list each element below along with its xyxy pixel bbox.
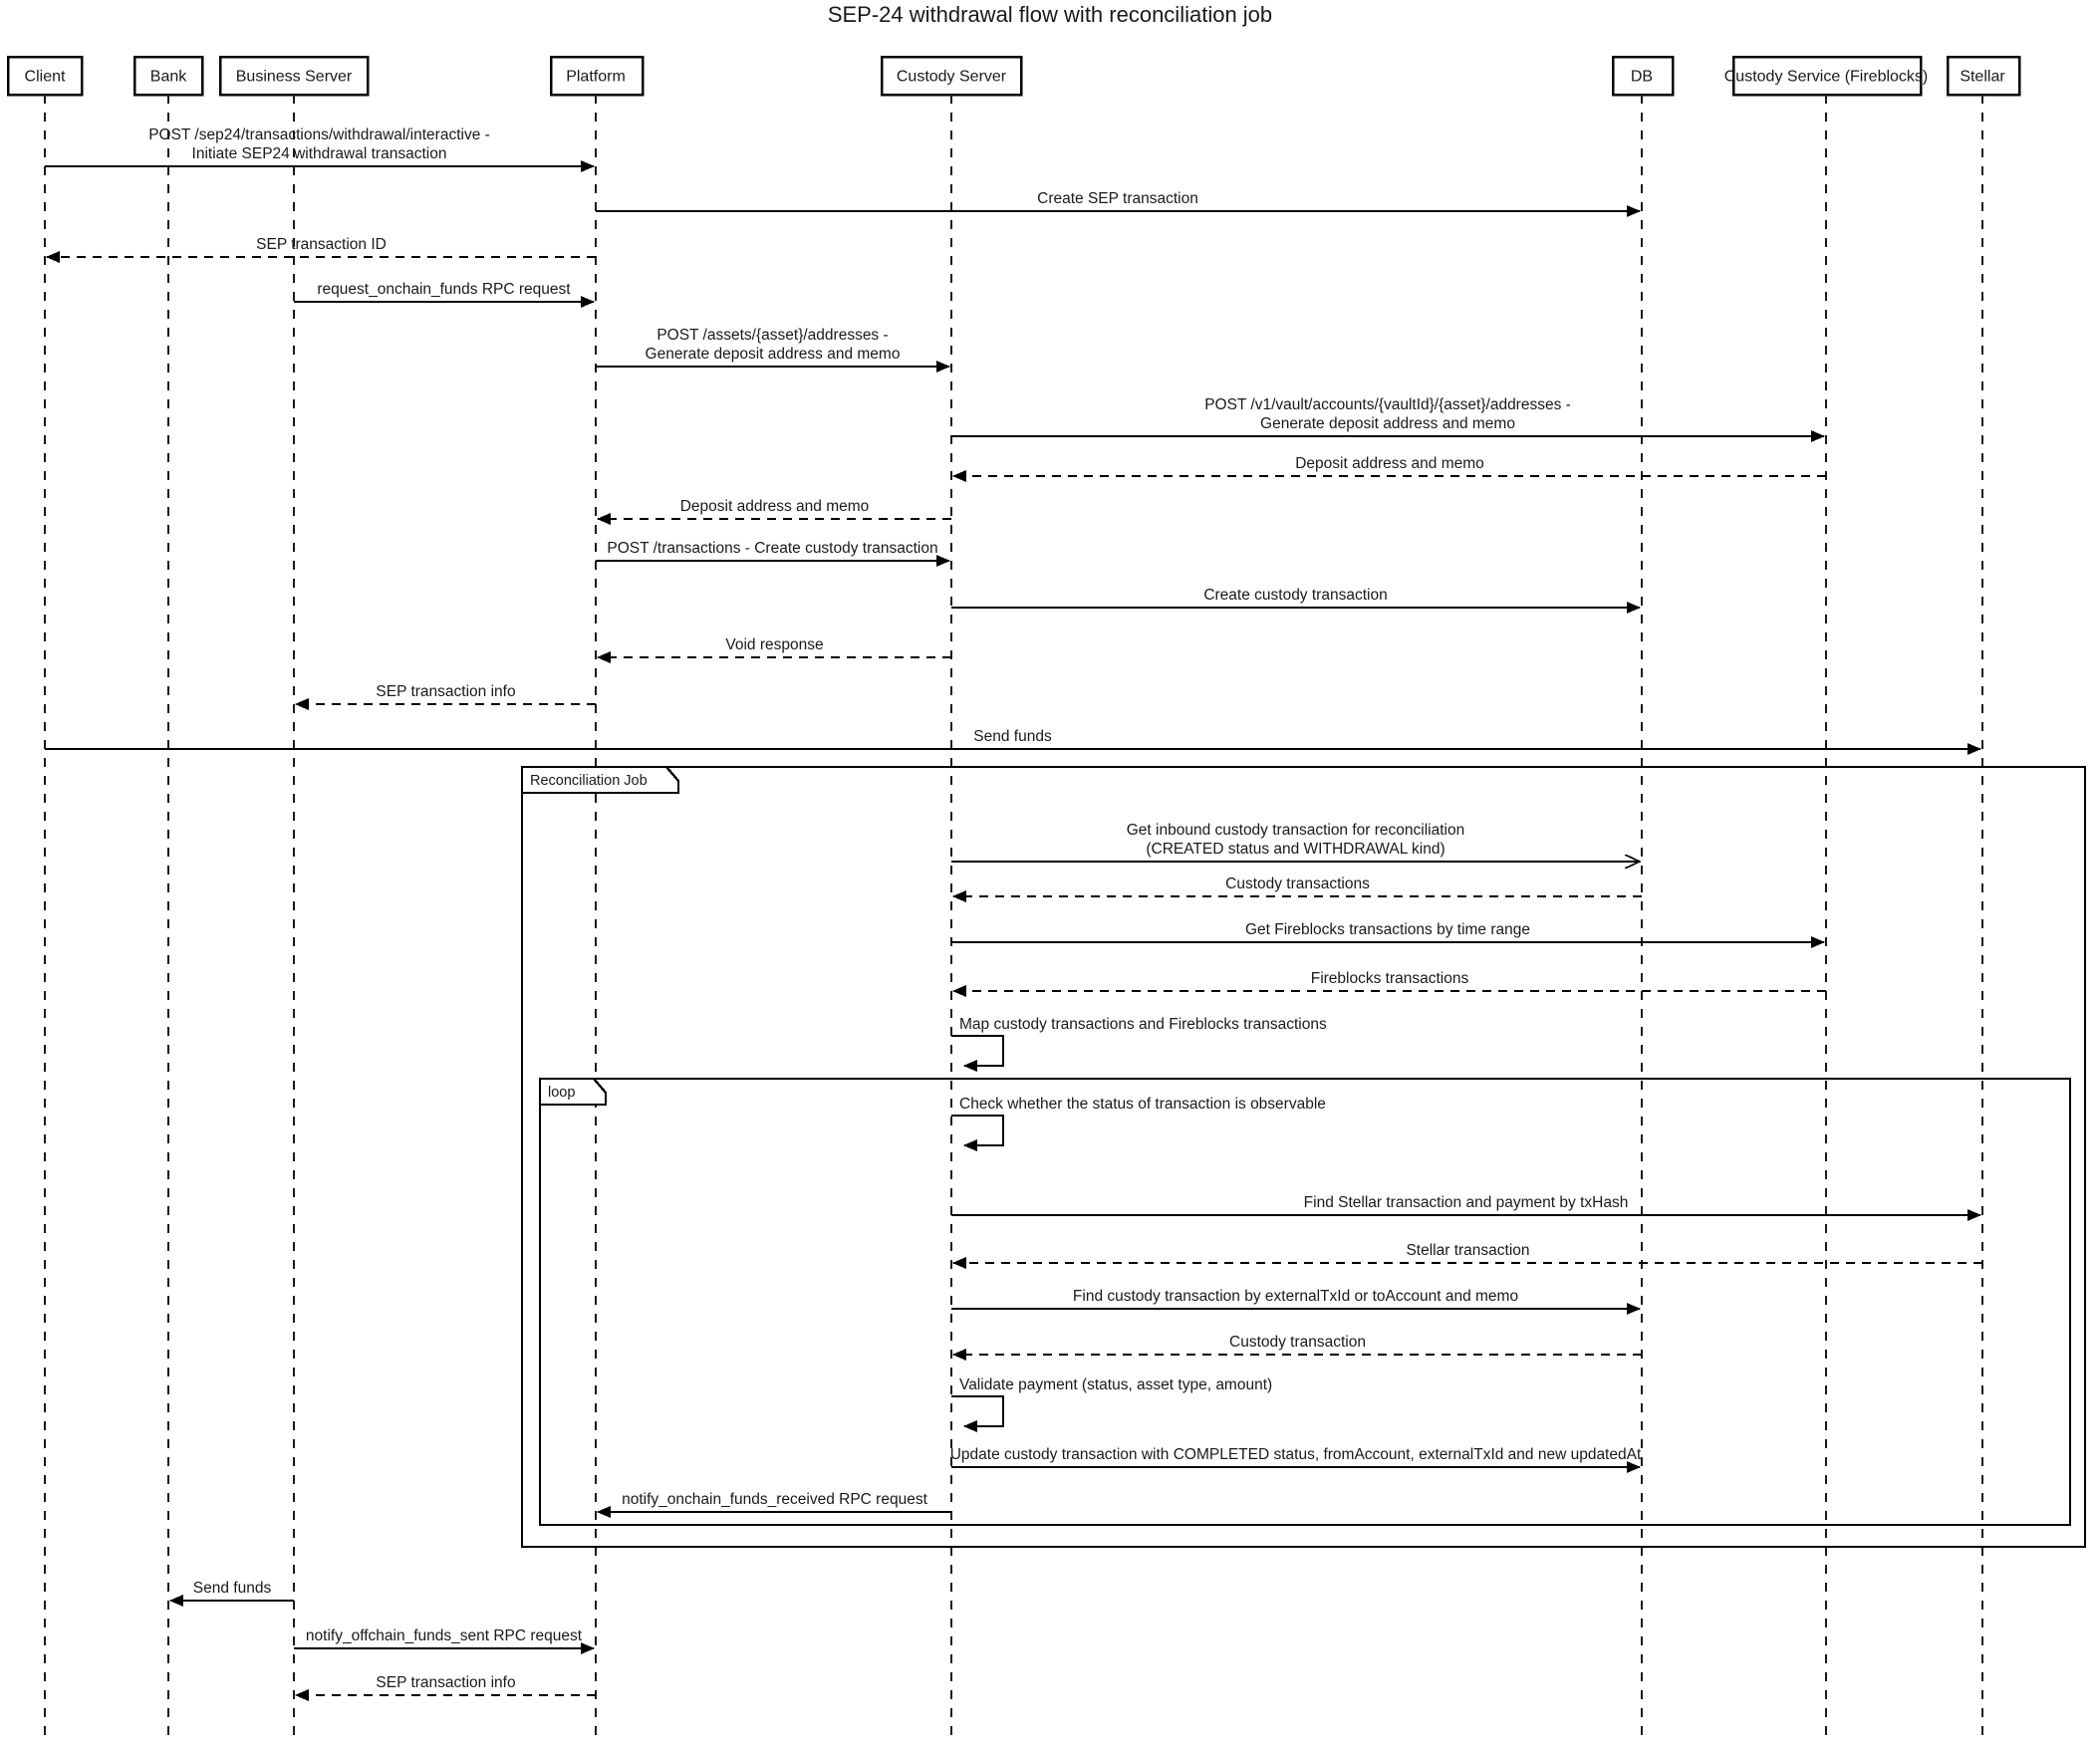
message-m25[interactable]: Update custody transaction with COMPLETE… xyxy=(950,1446,1642,1473)
message-m28[interactable]: notify_offchain_funds_sent RPC request xyxy=(294,1627,595,1654)
message-m08[interactable]: Deposit address and memo xyxy=(597,498,951,525)
message-label-m11: Void response xyxy=(725,636,823,653)
participant-label-client: Client xyxy=(25,69,66,86)
frame-border-loop xyxy=(538,1077,2072,1527)
message-label-m25: Update custody transaction with COMPLETE… xyxy=(950,1446,1642,1463)
participant-business[interactable]: Business Server xyxy=(218,55,370,1741)
message-label-m08: Deposit address and memo xyxy=(680,498,870,515)
self-message-path-m18 xyxy=(951,1035,1004,1072)
message-label-m27: Send funds xyxy=(193,1580,272,1597)
frame-label-reconciliation-job: Reconciliation Job xyxy=(530,773,648,789)
message-m27[interactable]: Send funds xyxy=(169,1580,294,1607)
participant-label-custody: Custody Server xyxy=(897,69,1007,86)
message-m10[interactable]: Create custody transaction xyxy=(951,587,1641,614)
message-m11[interactable]: Void response xyxy=(597,636,951,663)
participant-custody[interactable]: Custody Server xyxy=(880,55,1023,1741)
message-label-m06-line1: POST /v1/vault/accounts/{vaultId}/{asset… xyxy=(1204,396,1571,413)
message-m04[interactable]: request_onchain_funds RPC request xyxy=(294,281,595,308)
message-label-m02: Create SEP transaction xyxy=(1037,190,1198,207)
message-m22[interactable]: Find custody transaction by externalTxId… xyxy=(951,1288,1641,1315)
participant-client[interactable]: Client xyxy=(6,55,84,1741)
participant-box-fireblocks xyxy=(1731,55,1923,97)
message-m09[interactable]: POST /transactions - Create custody tran… xyxy=(596,540,950,567)
message-label-m28: notify_offchain_funds_sent RPC request xyxy=(306,1627,583,1644)
message-label-m14-line1: Get inbound custody transaction for reco… xyxy=(1127,822,1464,839)
message-label-m12: SEP transaction info xyxy=(376,683,515,700)
participant-bank[interactable]: Bank xyxy=(132,55,204,1741)
message-label-m29: SEP transaction info xyxy=(376,1674,515,1691)
message-m16[interactable]: Get Fireblocks transactions by time rang… xyxy=(951,921,1825,948)
participant-label-bank: Bank xyxy=(150,69,187,86)
message-m15[interactable]: Custody transactions xyxy=(952,875,1642,902)
message-label-m23: Custody transaction xyxy=(1229,1334,1366,1351)
message-label-m15: Custody transactions xyxy=(1225,875,1370,892)
message-label-m22: Find custody transaction by externalTxId… xyxy=(1073,1288,1518,1305)
self-message-path-m24 xyxy=(951,1395,1004,1432)
page-title: SEP-24 withdrawal flow with reconciliati… xyxy=(828,2,1272,27)
message-m06[interactable]: POST /v1/vault/accounts/{vaultId}/{asset… xyxy=(951,396,1825,442)
message-label-m13: Send funds xyxy=(973,728,1052,745)
message-m14[interactable]: Get inbound custody transaction for reco… xyxy=(951,822,1640,862)
messages-layer: POST /sep24/transactions/withdrawal/inte… xyxy=(45,126,1982,1701)
message-m02[interactable]: Create SEP transaction xyxy=(596,190,1641,217)
message-label-m19: Check whether the status of transaction … xyxy=(959,1096,1326,1113)
message-label-m07: Deposit address and memo xyxy=(1295,455,1484,472)
message-label-m05-line1: POST /assets/{asset}/addresses - xyxy=(656,327,888,344)
message-m18[interactable]: Map custody transactions and Fireblocks … xyxy=(951,1016,1327,1072)
participant-box-stellar xyxy=(1946,55,2021,97)
message-m12[interactable]: SEP transaction info xyxy=(295,683,596,710)
participant-label-stellar: Stellar xyxy=(1960,69,2005,86)
participant-fireblocks[interactable]: Custody Service (Fireblocks) xyxy=(1724,55,1929,1741)
message-label-m14-line2: (CREATED status and WITHDRAWAL kind) xyxy=(1146,841,1444,858)
message-label-m17: Fireblocks transactions xyxy=(1311,970,1469,987)
message-m19[interactable]: Check whether the status of transaction … xyxy=(951,1096,1326,1151)
participant-label-platform: Platform xyxy=(566,69,626,86)
message-m21[interactable]: Stellar transaction xyxy=(952,1242,1982,1269)
message-label-m06-line2: Generate deposit address and memo xyxy=(1260,415,1515,432)
message-m01[interactable]: POST /sep24/transactions/withdrawal/inte… xyxy=(45,126,595,172)
message-label-m10: Create custody transaction xyxy=(1203,587,1387,604)
message-label-m04: request_onchain_funds RPC request xyxy=(317,281,571,298)
message-label-m03: SEP transaction ID xyxy=(256,236,387,253)
message-m03[interactable]: SEP transaction ID xyxy=(46,236,596,263)
message-m29[interactable]: SEP transaction info xyxy=(295,1674,596,1701)
participant-stellar[interactable]: Stellar xyxy=(1946,55,2021,1741)
participant-label-db: DB xyxy=(1631,69,1653,86)
message-label-m20: Find Stellar transaction and payment by … xyxy=(1304,1194,1629,1211)
participant-platform[interactable]: Platform xyxy=(549,55,645,1741)
message-label-m26: notify_onchain_funds_received RPC reques… xyxy=(622,1491,927,1508)
frame-reconciliation-job: Reconciliation Job xyxy=(520,765,2087,1549)
message-m07[interactable]: Deposit address and memo xyxy=(952,455,1826,482)
message-m17[interactable]: Fireblocks transactions xyxy=(952,970,1826,997)
message-m24[interactable]: Validate payment (status, asset type, am… xyxy=(951,1376,1272,1432)
message-m23[interactable]: Custody transaction xyxy=(952,1334,1642,1361)
message-m26[interactable]: notify_onchain_funds_received RPC reques… xyxy=(597,1491,951,1518)
message-m20[interactable]: Find Stellar transaction and payment by … xyxy=(951,1194,1981,1221)
message-label-m18: Map custody transactions and Fireblocks … xyxy=(959,1016,1327,1033)
message-label-m09: POST /transactions - Create custody tran… xyxy=(607,540,937,557)
frame-label-loop: loop xyxy=(548,1085,575,1101)
participant-box-platform xyxy=(549,55,645,97)
frame-tab-loop xyxy=(538,1077,608,1107)
frame-border-reconciliation-job xyxy=(520,765,2087,1549)
message-label-m16: Get Fireblocks transactions by time rang… xyxy=(1245,921,1530,938)
message-label-m01-line2: Initiate SEP24 withdrawal transaction xyxy=(192,145,447,162)
participant-box-db xyxy=(1611,55,1675,97)
self-message-path-m19 xyxy=(951,1115,1004,1151)
frame-tab-reconciliation-job xyxy=(520,765,680,795)
message-m05[interactable]: POST /assets/{asset}/addresses - Generate… xyxy=(596,327,950,373)
message-label-m24: Validate payment (status, asset type, am… xyxy=(959,1376,1272,1393)
participant-label-fireblocks: Custody Service (Fireblocks) xyxy=(1724,69,1929,86)
message-m13[interactable]: Send funds xyxy=(45,728,1981,755)
frame-loop: loop xyxy=(538,1077,2072,1527)
message-label-m05-line2: Generate deposit address and memo xyxy=(646,346,901,363)
frames-layer: Reconciliation Job loop xyxy=(520,765,2087,1549)
message-label-m21: Stellar transaction xyxy=(1406,1242,1529,1259)
participant-db[interactable]: DB xyxy=(1611,55,1675,1741)
message-label-m01-line1: POST /sep24/transactions/withdrawal/inte… xyxy=(148,126,490,143)
participant-label-business: Business Server xyxy=(236,69,353,86)
